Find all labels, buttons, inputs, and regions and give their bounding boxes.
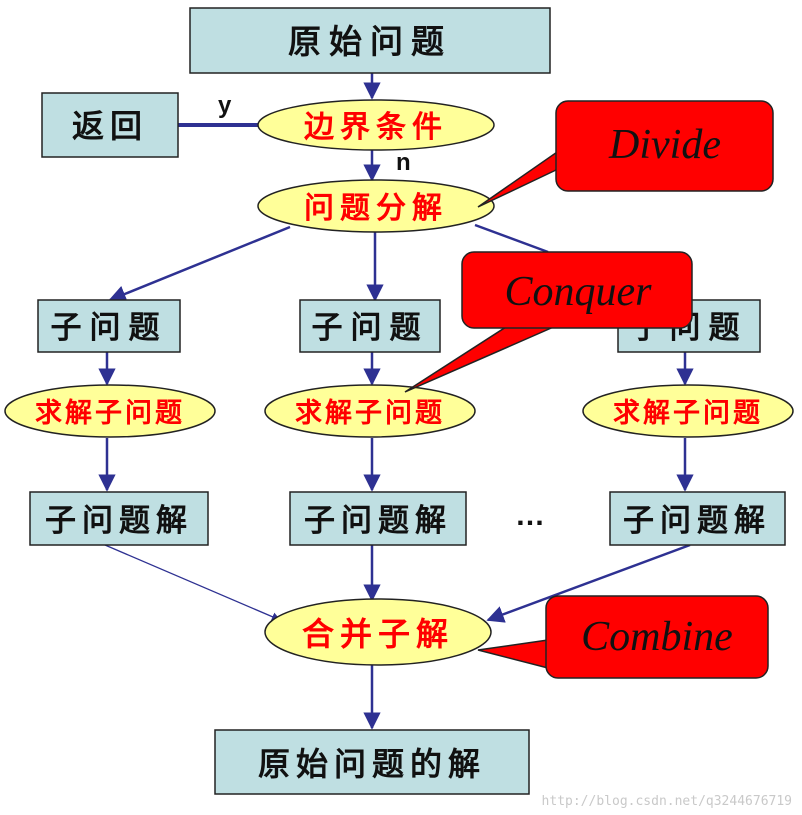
solve-2-label: 求解子问题	[295, 398, 445, 429]
yes-label: y	[218, 92, 232, 119]
node-final-solution: 原始问题的解	[214, 729, 530, 795]
node-subproblem-2: 子问题	[299, 299, 441, 353]
edge-sol3-to-merge	[486, 543, 691, 623]
connectors	[98, 73, 694, 730]
solve-1-label: 求解子问题	[35, 398, 185, 429]
merge-label: 合并子解	[302, 615, 454, 653]
watermark-text: http://blog.csdn.net/q3244676719	[541, 794, 792, 809]
ellipsis-label: …	[515, 499, 545, 532]
conquer-label: Conquer	[505, 269, 653, 315]
callout-conquer: Conquer	[404, 251, 693, 393]
node-subsolution-2: 子问题解	[289, 491, 467, 546]
subsolution-1-label: 子问题解	[45, 503, 193, 539]
subsolution-2-label: 子问题解	[304, 503, 452, 539]
node-solve-1: 求解子问题	[4, 384, 216, 438]
subsolution-3-label: 子问题解	[623, 503, 771, 539]
boundary-condition-label: 边界条件	[304, 110, 448, 145]
node-solve-3: 求解子问题	[582, 384, 794, 438]
node-subsolution-3: 子问题解	[609, 491, 786, 546]
node-boundary-condition: 边界条件	[257, 99, 495, 151]
edge-sol1-to-merge	[104, 544, 281, 621]
decompose-label: 问题分解	[304, 191, 448, 226]
node-solve-2: 求解子问题	[264, 384, 476, 438]
final-solution-label: 原始问题的解	[258, 745, 486, 783]
return-label: 返回	[72, 107, 148, 145]
node-original-problem: 原始问题	[189, 7, 551, 74]
node-return: 返回	[41, 92, 179, 158]
solve-3-label: 求解子问题	[613, 398, 763, 429]
subproblem-1-label: 子问题	[51, 310, 168, 346]
original-problem-label: 原始问题	[288, 22, 452, 61]
node-decompose: 问题分解	[257, 179, 495, 233]
node-subsolution-1: 子问题解	[29, 491, 209, 546]
edge-decompose-to-sub1	[108, 225, 291, 303]
edge-decompose-to-sub3	[474, 223, 549, 254]
callout-divide: Divide	[477, 100, 774, 208]
subproblem-2-label: 子问题	[312, 310, 429, 346]
no-label: n	[396, 149, 411, 176]
combine-label: Combine	[581, 614, 733, 660]
divide-label: Divide	[608, 122, 721, 168]
callout-combine: Combine	[477, 595, 769, 679]
node-merge: 合并子解	[264, 598, 492, 666]
node-subproblem-1: 子问题	[37, 299, 181, 353]
